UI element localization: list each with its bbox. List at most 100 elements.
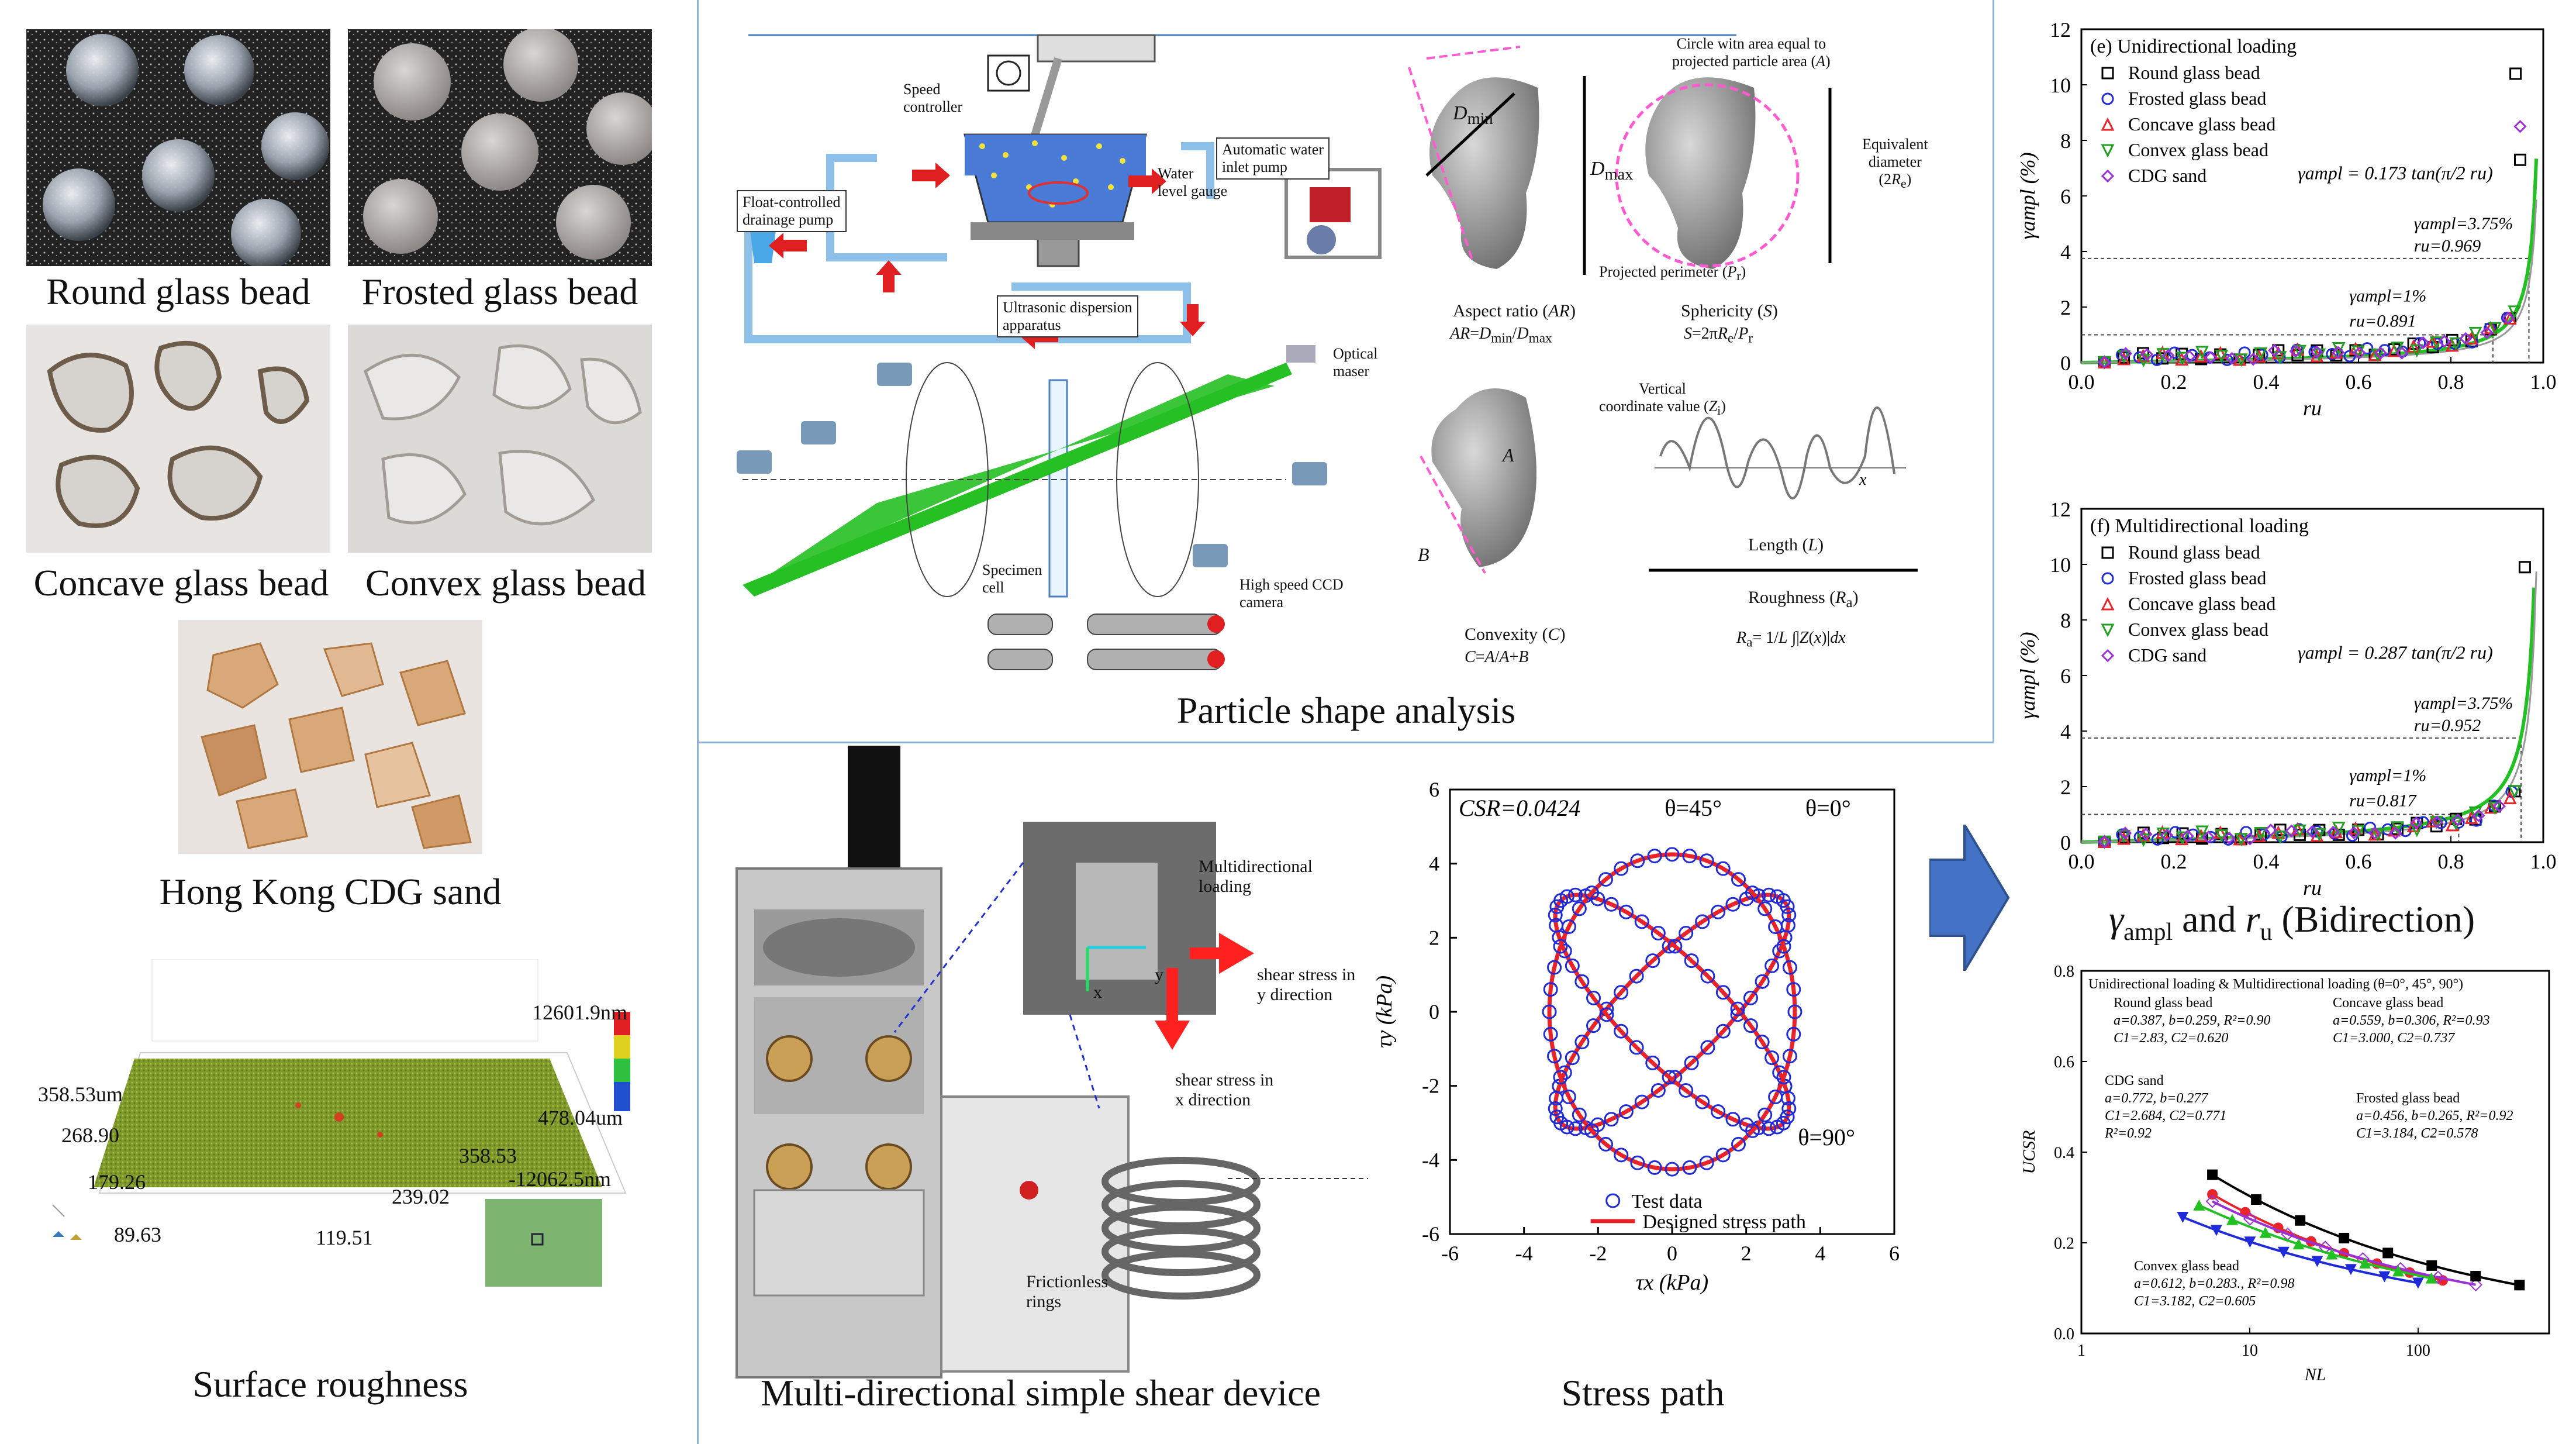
data-point bbox=[2293, 344, 2306, 359]
data-point bbox=[2368, 826, 2381, 840]
point-label: ru=0.952 bbox=[2414, 716, 2481, 735]
photo-frosted-glass-bead bbox=[348, 29, 652, 266]
roughness-y4: 89.63 bbox=[114, 1223, 161, 1246]
legend-entry: Concave glass bead bbox=[2128, 113, 2275, 135]
test-data-point bbox=[1568, 887, 1583, 902]
x-tick-label: 1.0 bbox=[2530, 370, 2557, 394]
data-point bbox=[2194, 349, 2208, 363]
data-point bbox=[2514, 1280, 2525, 1291]
caption-surface-roughness: Surface roughness bbox=[192, 1363, 468, 1405]
fit-annotation: C1=3.184, C2=0.578 bbox=[2356, 1126, 2478, 1141]
data-point bbox=[2098, 356, 2111, 369]
test-data-point bbox=[1574, 974, 1590, 989]
formula-roughness: Ra= 1/L ∫|Z(x)|dx bbox=[1736, 629, 1846, 650]
x-tick-label: 0.8 bbox=[2438, 370, 2464, 394]
label-convexity-b: B bbox=[1418, 544, 1429, 565]
test-data-point bbox=[1630, 853, 1645, 869]
data-point bbox=[2305, 825, 2319, 839]
divider-left bbox=[697, 0, 699, 1444]
fit-annotation: a=0.456, b=0.265, R²=0.92 bbox=[2356, 1108, 2513, 1124]
data-point bbox=[2183, 350, 2196, 363]
test-data-point bbox=[1757, 901, 1773, 916]
point-label: γampl=3.75% bbox=[2414, 694, 2513, 713]
data-point bbox=[2101, 117, 2115, 131]
y-axis-label: τy (kPa) bbox=[1372, 976, 1397, 1048]
data-point bbox=[2391, 342, 2404, 356]
x-tick-label: 6 bbox=[1889, 1242, 1900, 1265]
test-data-point bbox=[1715, 1023, 1731, 1039]
data-point bbox=[2312, 828, 2326, 842]
test-data-point bbox=[1647, 849, 1662, 864]
legend-entry: CDG sand bbox=[2128, 165, 2206, 186]
data-point bbox=[2508, 785, 2522, 799]
data-point bbox=[2273, 351, 2287, 365]
x-tick-label: 0.4 bbox=[2253, 370, 2280, 394]
data-point bbox=[2501, 311, 2515, 325]
y-tick-label: 0.2 bbox=[2054, 1235, 2074, 1253]
test-data-point bbox=[1711, 904, 1726, 919]
y-tick-label: 0 bbox=[2060, 351, 2071, 375]
legend-entry: CDG sand bbox=[2128, 645, 2206, 666]
data-point bbox=[2310, 345, 2324, 359]
label-dmax: Dmax bbox=[1590, 158, 1634, 184]
legend-entry: Frosted glass bead bbox=[2128, 567, 2266, 588]
test-data-point bbox=[1599, 1007, 1614, 1022]
test-data-point bbox=[1781, 908, 1797, 923]
y-tick-label: 8 bbox=[2060, 609, 2071, 632]
y-tick-label: 12 bbox=[2050, 18, 2071, 42]
y-tick-label: 0.0 bbox=[2054, 1325, 2074, 1343]
fit-annotation: Round glass bead bbox=[2114, 995, 2212, 1011]
test-data-point bbox=[1761, 887, 1776, 902]
y-tick-label: 0.6 bbox=[2054, 1053, 2074, 1071]
chart-title: (f) Multidirectional loading bbox=[2090, 515, 2309, 537]
data-point bbox=[2215, 349, 2229, 363]
x-tick-label: 4 bbox=[1815, 1242, 1825, 1265]
fit-annotation: C1=2.83, C2=0.620 bbox=[2114, 1031, 2228, 1046]
legend-entry: Frosted glass bead bbox=[2128, 88, 2266, 109]
test-data-point bbox=[1665, 847, 1680, 862]
roughness-x1: 478.04um bbox=[538, 1106, 623, 1129]
data-point bbox=[2193, 1199, 2205, 1211]
data-point bbox=[2101, 169, 2115, 183]
legend-entry: Round glass bead bbox=[2128, 62, 2260, 83]
data-point bbox=[2210, 1225, 2222, 1236]
data-point bbox=[2295, 1215, 2306, 1226]
x-tick-label: 0.6 bbox=[2346, 850, 2372, 873]
test-data-point bbox=[1614, 861, 1629, 876]
test-data-point bbox=[1711, 1104, 1726, 1119]
test-data-point bbox=[1684, 953, 1699, 969]
test-data-point bbox=[1776, 939, 1791, 954]
test-data-point bbox=[1667, 939, 1683, 954]
test-data-point bbox=[1586, 1018, 1601, 1033]
test-data-point bbox=[1584, 885, 1600, 901]
data-point bbox=[2464, 811, 2478, 825]
fit-annotation: a=0.612, b=0.283., R²=0.98 bbox=[2134, 1276, 2294, 1291]
caption-round-glass-bead: Round glass bead bbox=[46, 271, 310, 312]
label-axis-x: x bbox=[1093, 983, 1102, 1002]
test-data-point bbox=[1787, 1004, 1802, 1019]
test-data-point bbox=[1781, 1101, 1797, 1116]
x-tick-label: 0 bbox=[1667, 1242, 1677, 1265]
x-tick-label: 100 bbox=[2406, 1342, 2430, 1360]
x-tick-label: 0.8 bbox=[2438, 850, 2464, 873]
test-data-point bbox=[1574, 1035, 1590, 1050]
data-point bbox=[2374, 346, 2388, 360]
data-point bbox=[2101, 649, 2115, 663]
test-data-point bbox=[1598, 872, 1613, 887]
test-data-point bbox=[1645, 1055, 1660, 1070]
point-label: γampl=1% bbox=[2349, 287, 2426, 306]
test-data-point bbox=[1568, 1121, 1583, 1136]
y-axis-label: γampl (%) bbox=[2016, 152, 2039, 239]
fit-annotation: C1=2.684, C2=0.771 bbox=[2105, 1108, 2226, 1124]
divider-right bbox=[1993, 0, 1994, 742]
data-point bbox=[2484, 800, 2498, 814]
data-point bbox=[2176, 831, 2190, 845]
data-point bbox=[2332, 822, 2346, 835]
